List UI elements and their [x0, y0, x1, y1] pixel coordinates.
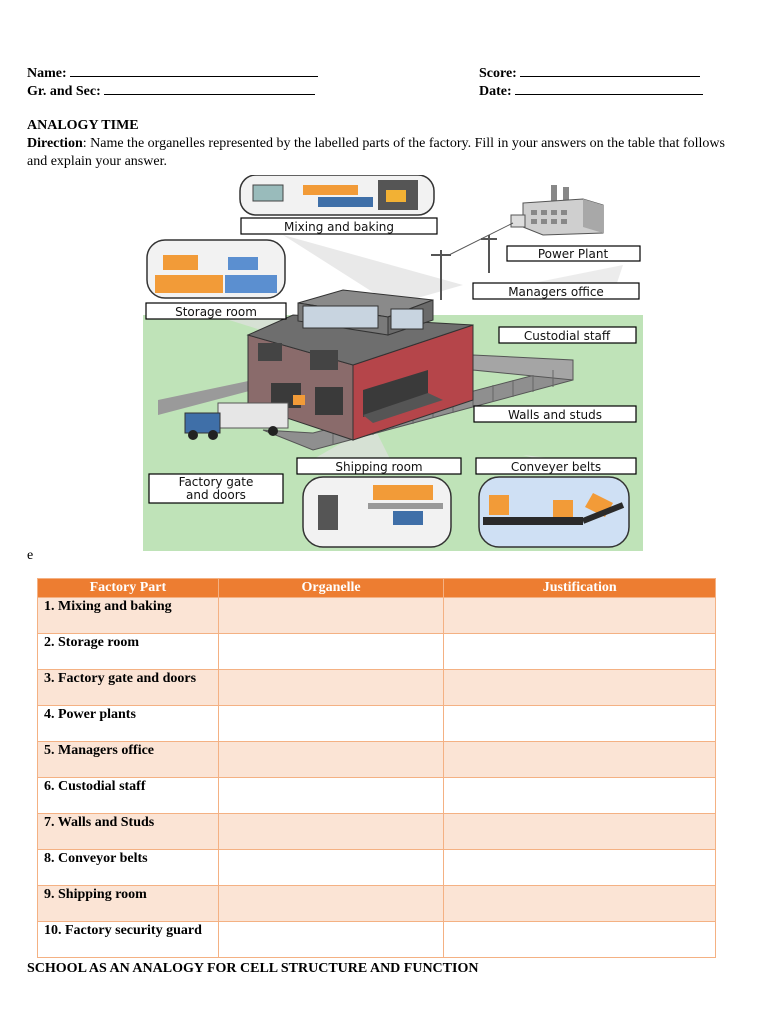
factory-part-cell: 4. Power plants: [37, 705, 219, 742]
table-row: 8. Conveyor belts: [37, 849, 716, 886]
header-factory-part: Factory Part: [37, 578, 219, 598]
factory-part-cell: 9. Shipping room: [37, 885, 219, 922]
justification-cell[interactable]: [443, 849, 716, 886]
table-row: 3. Factory gate and doors: [37, 669, 716, 706]
factory-part-cell: 8. Conveyor belts: [37, 849, 219, 886]
table-row: 1. Mixing and baking: [37, 597, 716, 634]
table-row: 6. Custodial staff: [37, 777, 716, 814]
section-blank[interactable]: [104, 82, 316, 95]
organelle-cell[interactable]: [217, 705, 445, 742]
direction-text: : Name the organelles represented by the…: [27, 136, 725, 169]
delivery-truck: [184, 402, 289, 440]
organelle-cell[interactable]: [217, 669, 445, 706]
analogy-table: Factory Part Organelle Justification 1. …: [37, 578, 716, 958]
factory-part-cell: 1. Mixing and baking: [37, 597, 219, 634]
organelle-cell[interactable]: [217, 777, 445, 814]
date-blank[interactable]: [515, 82, 704, 95]
figure-labels: Mixing and baking Power Plant Storage ro…: [145, 217, 641, 504]
table-row: 7. Walls and Studs: [37, 813, 716, 850]
header-justification: Justification: [443, 578, 716, 598]
justification-cell[interactable]: [443, 885, 716, 922]
name-field-row: Name:: [27, 64, 319, 83]
stray-character: e: [27, 548, 34, 563]
justification-cell[interactable]: [443, 813, 716, 850]
inset-shipping-room: [302, 476, 452, 548]
table-row: 4. Power plants: [37, 705, 716, 742]
label-mixing: Mixing and baking: [284, 220, 394, 234]
table-row: 5. Managers office: [37, 741, 716, 778]
direction-label: Direction: [27, 136, 83, 151]
date-label: Date:: [479, 84, 512, 99]
inset-storage-room: [146, 239, 286, 299]
label-conveyer-belts: Conveyer belts: [511, 460, 601, 474]
organelle-cell[interactable]: [217, 849, 445, 886]
justification-cell[interactable]: [443, 741, 716, 778]
justification-cell[interactable]: [443, 777, 716, 814]
section-heading: SCHOOL AS AN ANALOGY FOR CELL STRUCTURE …: [27, 961, 479, 976]
table-row: 10. Factory security guard: [37, 921, 716, 958]
factory-part-cell: 10. Factory security guard: [37, 921, 219, 958]
label-shipping-room: Shipping room: [335, 460, 422, 474]
justification-cell[interactable]: [443, 597, 716, 634]
factory-part-cell: 3. Factory gate and doors: [37, 669, 219, 706]
directions: Direction: Name the organelles represent…: [27, 135, 737, 171]
table-row: 9. Shipping room: [37, 885, 716, 922]
name-label: Name:: [27, 66, 67, 81]
factory-illustration: Mixing and baking Power Plant Storage ro…: [143, 175, 643, 551]
organelle-cell[interactable]: [217, 741, 445, 778]
factory-part-cell: 7. Walls and Studs: [37, 813, 219, 850]
label-custodial-staff: Custodial staff: [524, 329, 611, 343]
activity-title: ANALOGY TIME: [27, 118, 139, 133]
inset-conveyer-belts: [478, 476, 630, 548]
organelle-cell[interactable]: [217, 633, 445, 670]
factory-part-cell: 2. Storage room: [37, 633, 219, 670]
header-organelle: Organelle: [217, 578, 445, 598]
section-field-row: Gr. and Sec:: [27, 82, 316, 101]
organelle-cell[interactable]: [217, 597, 445, 634]
table-row: 2. Storage room: [37, 633, 716, 670]
utility-poles: [431, 222, 514, 300]
score-label: Score:: [479, 66, 517, 81]
justification-cell[interactable]: [443, 705, 716, 742]
inset-mixing-baking: [239, 175, 435, 216]
power-plant-drawing: [510, 185, 604, 236]
justification-cell[interactable]: [443, 633, 716, 670]
factory-part-cell: 6. Custodial staff: [37, 777, 219, 814]
name-blank[interactable]: [70, 64, 319, 77]
factory-part-cell: 5. Managers office: [37, 741, 219, 778]
justification-cell[interactable]: [443, 921, 716, 958]
organelle-cell[interactable]: [217, 813, 445, 850]
label-managers-office: Managers office: [508, 285, 604, 299]
section-label: Gr. and Sec:: [27, 84, 101, 99]
label-storage-room: Storage room: [175, 305, 257, 319]
label-walls-studs: Walls and studs: [508, 408, 602, 422]
justification-cell[interactable]: [443, 669, 716, 706]
factory-building: [246, 289, 474, 441]
score-blank[interactable]: [520, 64, 701, 77]
label-factory-gate-line2: and doors: [186, 488, 246, 502]
organelle-cell[interactable]: [217, 885, 445, 922]
score-field-row: Score:: [479, 64, 701, 83]
organelle-cell[interactable]: [217, 921, 445, 958]
label-factory-gate-line1: Factory gate: [179, 475, 254, 489]
label-power-plant: Power Plant: [538, 247, 609, 261]
date-field-row: Date:: [479, 82, 704, 101]
table-header-row: Factory Part Organelle Justification: [37, 578, 716, 598]
